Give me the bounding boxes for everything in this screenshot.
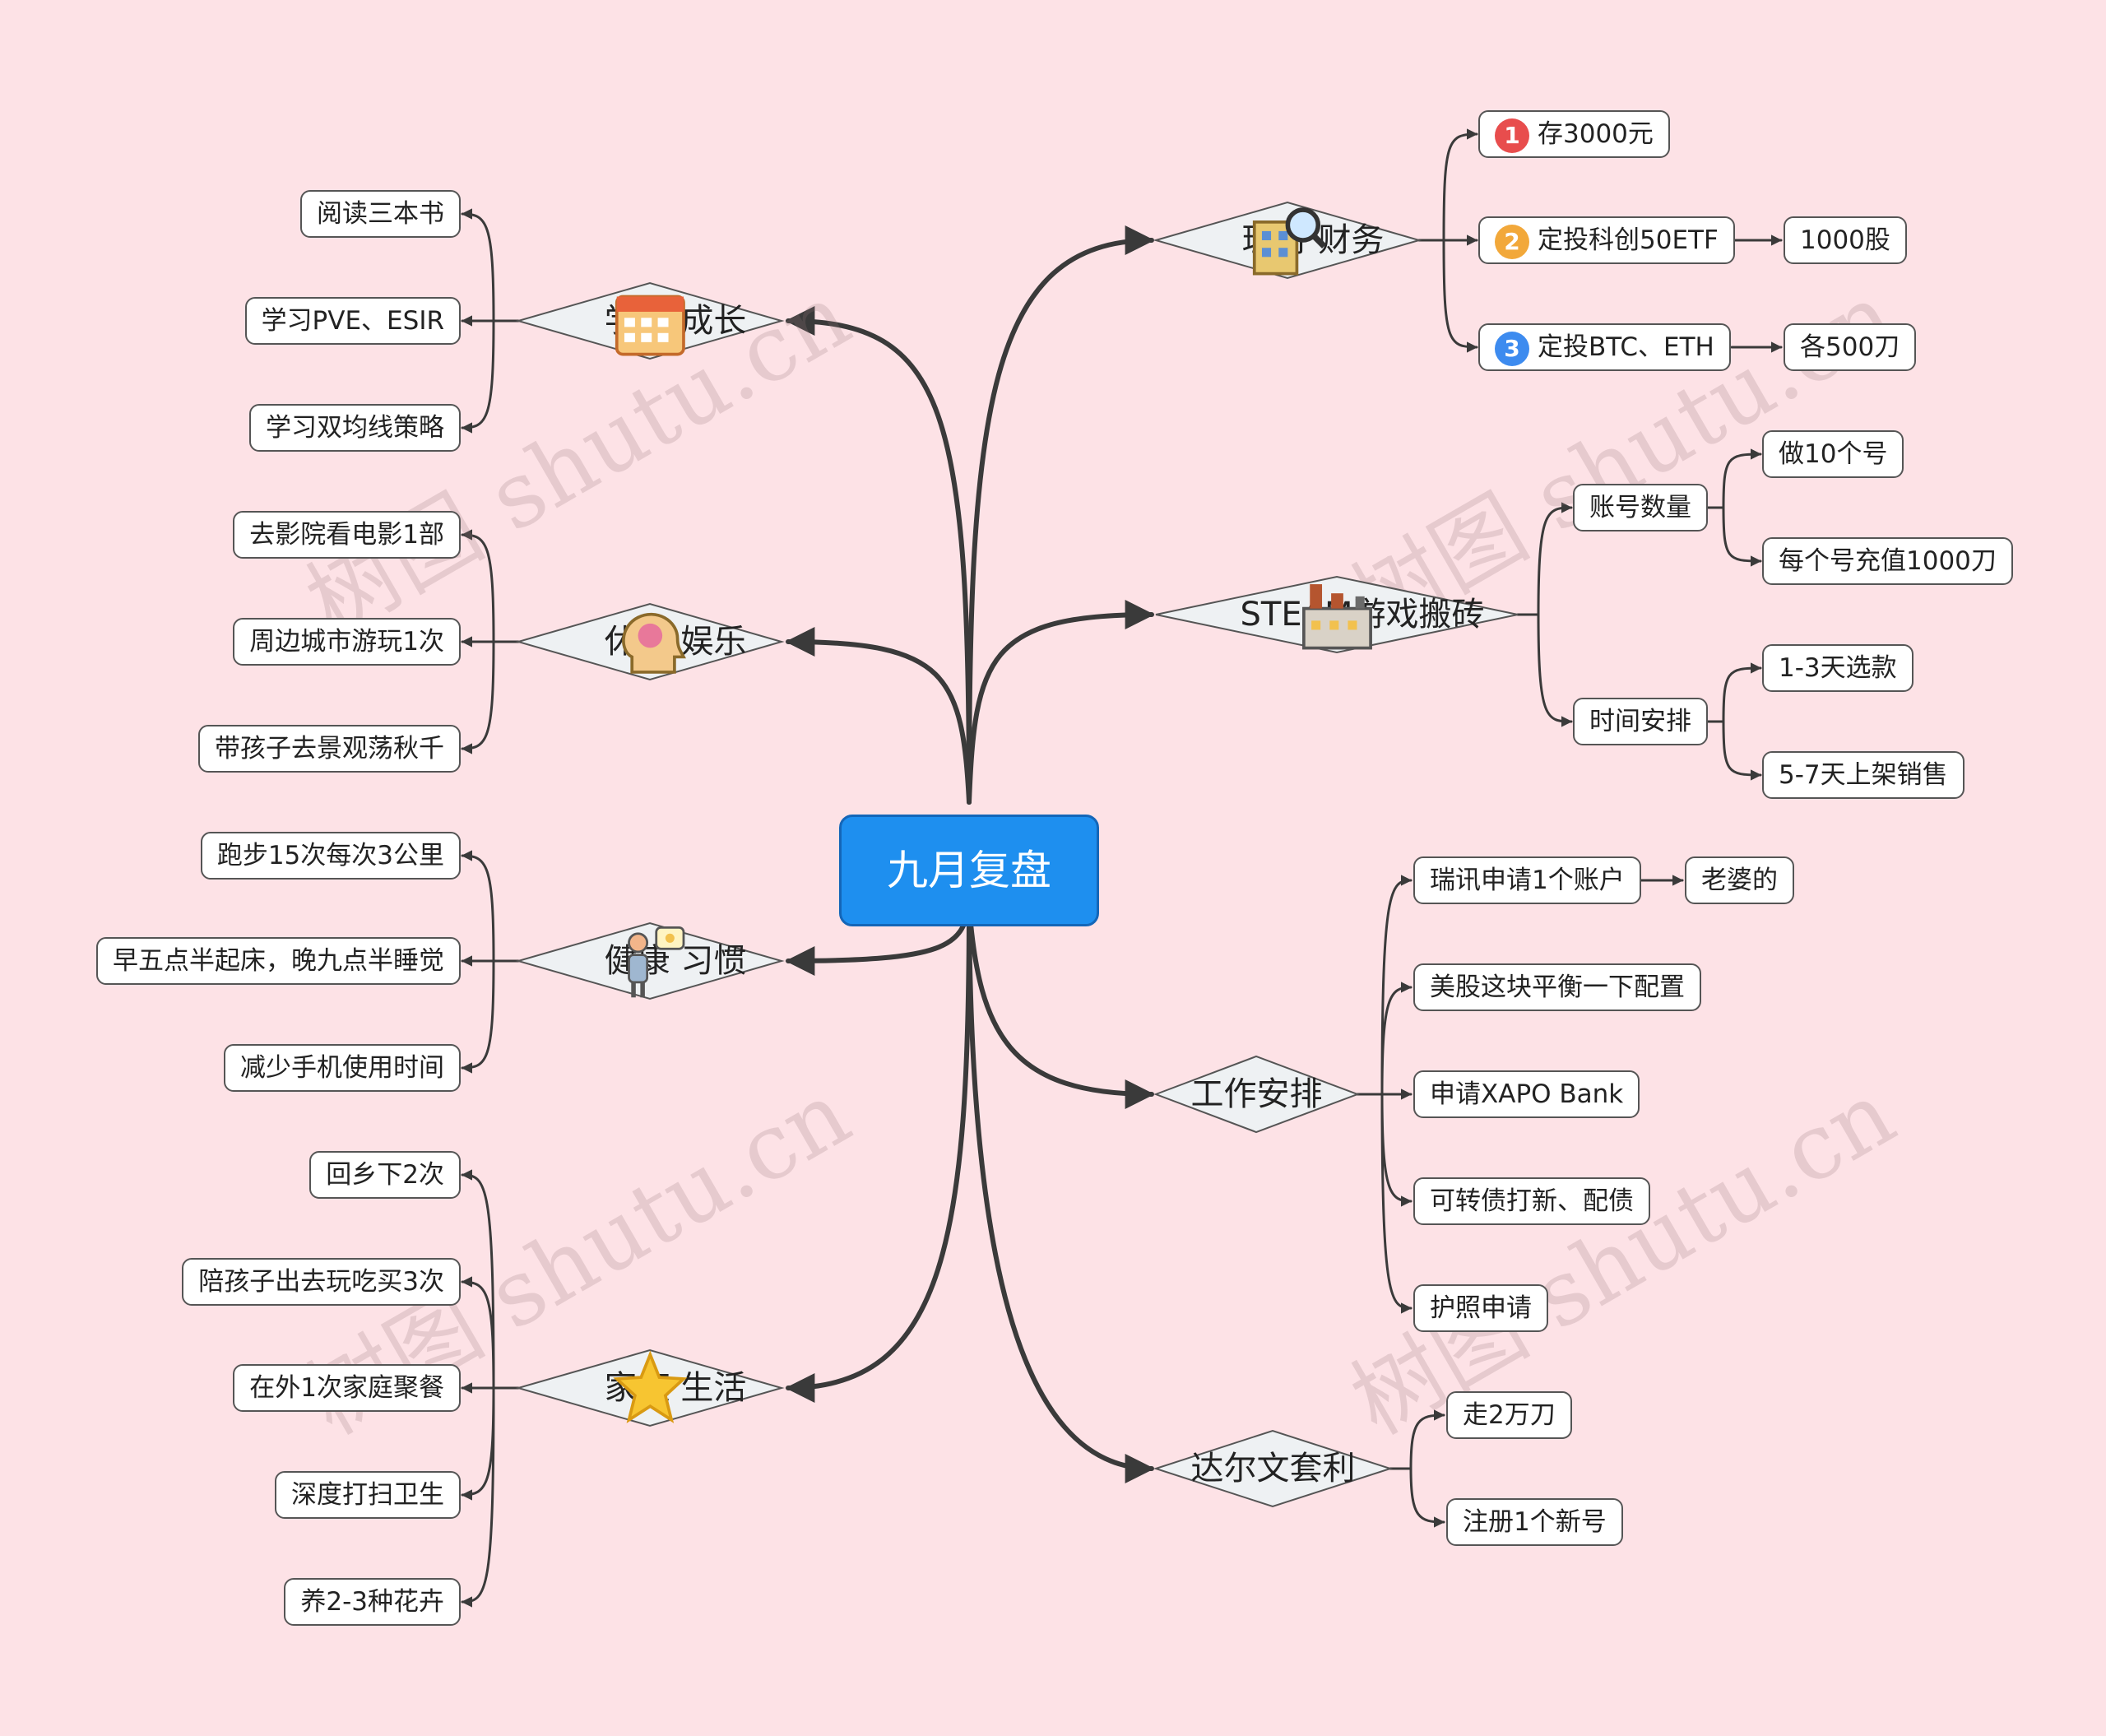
- building-search-icon: [1191, 207, 1326, 276]
- finance-subitem[interactable]: 1000股: [1784, 216, 1907, 264]
- darwin-item[interactable]: 走2万刀: [1446, 1391, 1572, 1439]
- family-item[interactable]: 陪孩子出去玩吃买3次: [182, 1258, 461, 1306]
- steam-subitem[interactable]: 1-3天选款: [1762, 644, 1913, 692]
- finance-subitem[interactable]: 各500刀: [1784, 323, 1917, 371]
- root-label: 九月复盘: [887, 847, 1051, 894]
- steam-subitem[interactable]: 5-7天上架销售: [1762, 751, 1965, 799]
- health-item[interactable]: 减少手机使用时间: [224, 1044, 461, 1092]
- family-item[interactable]: 深度打扫卫生: [275, 1471, 461, 1519]
- star-icon: [554, 1350, 688, 1423]
- factory-icon: [1190, 584, 1372, 650]
- family-item[interactable]: 养2-3种花卉: [284, 1578, 461, 1626]
- branch-study[interactable]: 学习 成长: [515, 281, 785, 360]
- number-badge-1: 1: [1495, 118, 1529, 153]
- number-badge-3: 3: [1495, 331, 1529, 366]
- family-item[interactable]: 在外1次家庭聚餐: [233, 1364, 461, 1412]
- leisure-item[interactable]: 带孩子去景观荡秋千: [198, 725, 461, 773]
- branch-darwin[interactable]: 达尔文套利: [1153, 1429, 1394, 1508]
- work-item[interactable]: 护照申请: [1413, 1284, 1548, 1332]
- steam-subitem[interactable]: 做10个号: [1762, 430, 1904, 478]
- root-topic[interactable]: 九月复盘: [839, 815, 1099, 926]
- branch-health[interactable]: 健康 习惯: [515, 921, 785, 1000]
- steam-accounts[interactable]: 账号数量: [1573, 484, 1708, 531]
- work-item[interactable]: 瑞讯申请1个账户: [1413, 856, 1641, 904]
- darwin-item[interactable]: 注册1个新号: [1446, 1498, 1623, 1546]
- work-subitem[interactable]: 老婆的: [1685, 856, 1794, 904]
- diamond-shape: [1153, 1055, 1360, 1134]
- study-item[interactable]: 学习双均线策略: [249, 404, 461, 452]
- work-item[interactable]: 可转债打新、配债: [1413, 1177, 1650, 1225]
- family-item[interactable]: 回乡下2次: [309, 1151, 461, 1199]
- leisure-item[interactable]: 去影院看电影1部: [233, 511, 461, 559]
- study-item[interactable]: 阅读三本书: [300, 190, 461, 238]
- branch-finance[interactable]: 理财 财务: [1153, 201, 1422, 280]
- work-item[interactable]: 申请XAPO Bank: [1413, 1070, 1640, 1118]
- leisure-item[interactable]: 周边城市游玩1次: [233, 618, 461, 666]
- branch-work[interactable]: 工作安排: [1153, 1055, 1360, 1134]
- health-item[interactable]: 早五点半起床，晚九点半睡觉: [96, 937, 461, 985]
- diamond-shape: [515, 921, 785, 1000]
- branch-steam[interactable]: STEAM游戏搬砖: [1155, 575, 1519, 654]
- diamond-shape: [1153, 1429, 1394, 1508]
- idea-person-icon: [554, 926, 684, 998]
- branch-leisure[interactable]: 休闲 娱乐: [515, 602, 785, 681]
- branch-label: 工作安排: [1190, 1075, 1323, 1113]
- branch-label: 达尔文套利: [1190, 1450, 1356, 1488]
- calendar-icon: [554, 295, 685, 356]
- branch-family[interactable]: 家庭 生活: [515, 1348, 785, 1427]
- study-item[interactable]: 学习PVE、ESIR: [244, 297, 461, 345]
- work-item[interactable]: 美股这块平衡一下配置: [1413, 963, 1701, 1011]
- steam-subitem[interactable]: 每个号充值1000刀: [1762, 537, 2013, 585]
- steam-schedule[interactable]: 时间安排: [1573, 698, 1708, 745]
- health-item[interactable]: 跑步15次每次3公里: [200, 832, 461, 880]
- number-badge-2: 2: [1495, 224, 1529, 259]
- brain-icon: [554, 612, 686, 674]
